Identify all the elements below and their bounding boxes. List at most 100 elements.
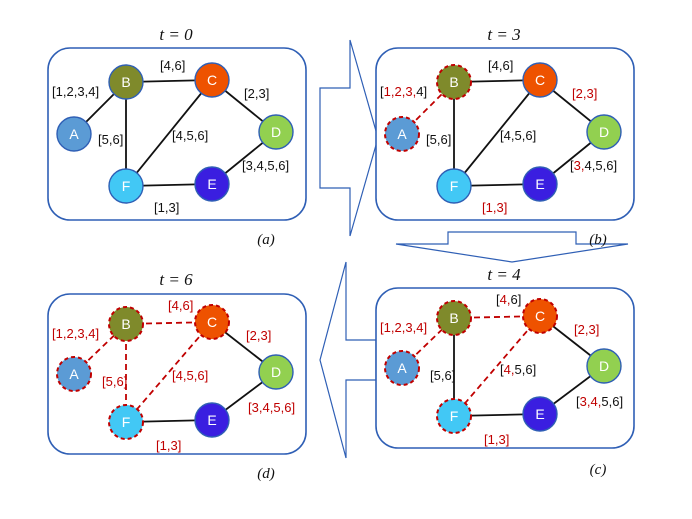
node-circle [194,62,230,98]
node-circle [586,348,622,384]
node-E: E [194,166,230,202]
edge-label-B-F: [5,6] [102,374,127,389]
node-D: D [258,354,294,390]
node-E: E [194,402,230,438]
node-circle [258,114,294,150]
edge-label-D-E: [3,4,5,6] [576,394,623,409]
node-circle [194,402,230,438]
edge-label-C-D: [2,3] [574,322,599,337]
panel-caption: (a) [257,232,275,248]
node-F: F [108,168,144,204]
edge-label-C-F: [4,5,6] [172,368,208,383]
node-label: F [122,414,131,430]
node-circle [436,300,472,336]
node-A: A [56,116,92,152]
node-F: F [436,398,472,434]
arrow-left [319,261,377,459]
edge-label-A-B: [1,2,3,4] [52,326,99,341]
node-circle [522,298,558,334]
panel-title: t = 0 [159,25,193,44]
node-label: D [599,124,609,140]
edge-label-A-B: [1,2,3,4] [380,320,427,335]
node-B: B [436,300,472,336]
node-D: D [586,348,622,384]
node-label: F [122,178,131,194]
node-circle [194,166,230,202]
node-B: B [108,64,144,100]
node-circle [108,306,144,342]
edge-label-A-B: [1,2,3,4] [52,84,99,99]
node-label: D [271,364,281,380]
node-circle [522,62,558,98]
panel-b: t = 3(b)[1,2,3,4][4,6][2,3][5,6][4,5,6][… [375,25,635,248]
edge-label-D-E: [3,4,5,6] [248,400,295,415]
node-A: A [384,350,420,386]
edge-C-F [453,79,541,187]
node-label: B [121,74,130,90]
node-circle [522,166,558,202]
edge-label-B-F: [5,6] [98,132,123,147]
node-circle [108,168,144,204]
node-label: B [449,74,458,90]
panel-title: t = 6 [159,270,193,289]
edge-label-D-E: [3,4,5,6] [570,158,617,173]
panel-title: t = 3 [487,25,520,44]
edge-label-F-E: [1,3] [482,200,507,215]
edge-C-F [453,315,541,417]
node-label: D [599,358,609,374]
node-circle [108,404,144,440]
node-label: C [207,72,217,88]
edge-label-B-C: [4,6] [160,58,185,73]
node-circle [194,304,230,340]
edge-label-C-D: [2,3] [244,86,269,101]
node-A: A [56,356,92,392]
edge-label-B-F: [5,6] [426,132,451,147]
node-label: B [121,316,130,332]
node-label: B [449,310,458,326]
node-circle [586,114,622,150]
edge-label-C-D: [2,3] [572,86,597,101]
node-label: E [535,406,544,422]
edge-label-D-E: [3,4,5,6] [242,158,289,173]
arrow-down [395,231,629,263]
node-C: C [194,304,230,340]
node-circle [436,168,472,204]
node-label: E [207,412,216,428]
panel-a: t = 0 (a) [1,2,3,4] [4,6] [2,3] [5,6] [4,5,6] [… [47,25,307,248]
panel-c: t = 4(c)[1,2,3,4][4,6][2,3][5,6][4,5,6][… [375,265,635,478]
node-label: A [397,360,407,376]
node-label: F [450,408,459,424]
node-label: E [535,176,544,192]
panel-caption: (d) [257,466,275,482]
node-label: F [450,178,459,194]
edge-label-F-E: [1,3] [154,200,179,215]
node-label: C [535,72,545,88]
node-circle [258,354,294,390]
node-circle [108,64,144,100]
edge-label-C-F: [4,5,6] [500,362,536,377]
edge-label-C-F: [4,5,6] [172,128,208,143]
node-C: C [522,298,558,334]
node-circle [56,356,92,392]
node-circle [384,350,420,386]
node-circle [384,116,420,152]
panel-caption: (b) [589,232,607,248]
node-F: F [108,404,144,440]
node-F: F [436,168,472,204]
edge-label-C-F: [4,5,6] [500,128,536,143]
node-B: B [436,64,472,100]
node-circle [522,396,558,432]
edge-label-B-C: [4,6] [168,298,193,313]
node-circle [56,116,92,152]
edge-label-B-C: [4,6] [488,58,513,73]
node-label: E [207,176,216,192]
node-D: D [258,114,294,150]
edge-C-F [125,321,213,423]
node-label: A [69,366,79,382]
panel-d: t = 6(d)[1,2,3,4][4,6][2,3][5,6][4,5,6][… [47,270,307,482]
node-C: C [522,62,558,98]
node-label: D [271,124,281,140]
node-label: C [207,314,217,330]
node-B: B [108,306,144,342]
